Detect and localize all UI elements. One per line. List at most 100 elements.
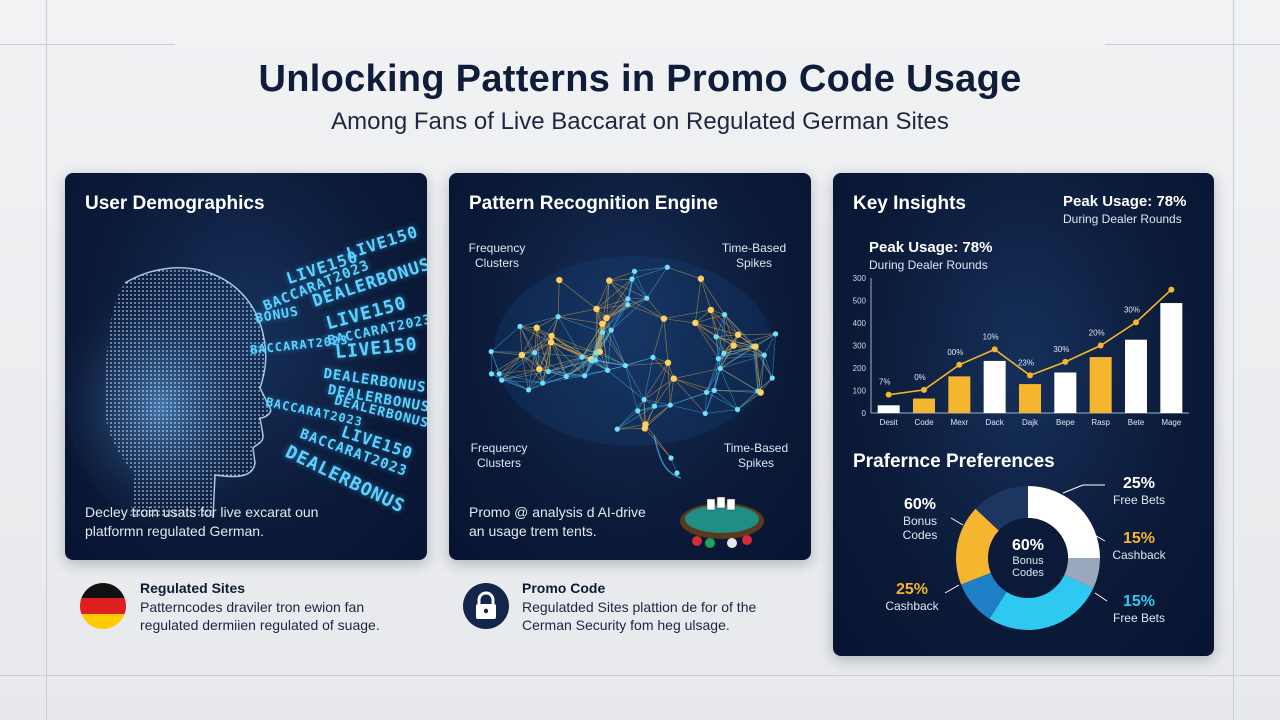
network-link: [558, 316, 603, 325]
network-link: [536, 316, 559, 329]
network-link: [596, 280, 610, 310]
x-tick-label: Mexr: [950, 418, 968, 427]
network-node: [650, 354, 656, 361]
network-link: [617, 410, 639, 430]
network-link: [542, 375, 585, 384]
demographics-title: User Demographics: [85, 193, 265, 214]
network-link: [566, 369, 608, 377]
baccarat-table-icon: [680, 496, 764, 548]
network-node: [734, 331, 742, 338]
network-link: [710, 309, 717, 337]
network-link: [720, 346, 756, 369]
promo-code-text: Regulatded Sites plattion de for of the: [522, 599, 757, 615]
network-link: [695, 309, 712, 324]
network-link: [521, 341, 552, 356]
trend-point: [885, 391, 892, 398]
network-node: [721, 311, 728, 318]
network-node: [717, 365, 723, 372]
network-link: [695, 322, 734, 346]
network-link: [491, 354, 523, 375]
bar: [1054, 372, 1077, 413]
trend-label: 7%: [879, 378, 891, 387]
bar: [948, 376, 971, 413]
network-node: [664, 264, 670, 270]
network-node: [711, 387, 717, 393]
network-node: [721, 350, 727, 356]
bar: [1125, 339, 1147, 413]
demographics-description: Decley troin usats for live excarat oun …: [85, 504, 319, 539]
network-link: [752, 346, 762, 393]
network-link: [610, 330, 626, 366]
y-tick-label: 300: [853, 342, 867, 351]
network-node: [622, 362, 629, 369]
callout-line: [1062, 484, 1105, 494]
frequency-clusters-label: Frequency Clusters: [468, 241, 526, 270]
network-link: [581, 332, 603, 358]
network-link: [599, 351, 626, 366]
network-node: [757, 389, 764, 396]
network-node: [635, 408, 641, 414]
network-node: [664, 359, 672, 366]
trend-label: 30%: [1124, 305, 1140, 314]
network-link: [673, 378, 706, 414]
callout-line: [1090, 532, 1106, 542]
trend-label: 30%: [1053, 345, 1069, 354]
network-link: [581, 357, 586, 376]
y-tick-label: 200: [853, 364, 867, 373]
lock-icon: [463, 583, 509, 629]
network-link: [609, 280, 629, 305]
network-link: [610, 297, 647, 331]
network-node: [525, 387, 532, 393]
network-link: [534, 316, 559, 353]
donut-segment: [975, 486, 1028, 531]
donut-segment: [989, 575, 1094, 630]
network-link: [646, 267, 668, 299]
network-link: [606, 278, 633, 319]
network-link: [627, 271, 635, 299]
network-link: [602, 332, 626, 366]
network-link: [695, 322, 717, 338]
network-link: [601, 323, 626, 366]
network-link: [634, 271, 648, 299]
network-link: [559, 279, 597, 310]
network-link: [720, 368, 761, 393]
network-link: [760, 355, 765, 393]
network-node: [641, 425, 648, 432]
peak-usage-callout: Peak Usage: 78% During Dealer Rounds: [869, 239, 993, 272]
network-link: [644, 428, 672, 459]
network-node: [769, 375, 775, 381]
network-link: [670, 404, 706, 414]
network-node: [532, 349, 538, 356]
network-link: [528, 371, 549, 391]
network-node: [629, 276, 635, 282]
network-link: [519, 326, 552, 343]
network-node: [606, 277, 613, 284]
callout-line: [944, 584, 960, 594]
network-link: [710, 309, 725, 354]
trend-label: 23%: [1018, 358, 1034, 367]
network-link: [607, 330, 612, 371]
donut-center-label: 60% Bonus Codes: [1011, 537, 1045, 579]
network-link: [519, 326, 523, 356]
y-tick-label: 500: [853, 297, 867, 306]
network-link: [534, 327, 538, 353]
x-tick-label: Rasp: [1091, 418, 1110, 427]
network-link: [584, 332, 603, 376]
network-link: [752, 346, 759, 392]
callout-line: [950, 517, 964, 526]
pattern-engine-title: Pattern Recognition Engine: [469, 193, 719, 214]
network-link: [715, 314, 725, 337]
y-tick-label: 400: [853, 319, 867, 328]
network-link: [542, 342, 552, 384]
network-link: [714, 390, 738, 410]
guide-line-top-right: [1105, 44, 1280, 45]
network-link: [700, 278, 712, 311]
network-link: [601, 280, 610, 324]
bar: [1019, 384, 1041, 413]
network-node: [625, 302, 631, 308]
trend-label: 0%: [914, 373, 926, 382]
network-node: [713, 334, 719, 340]
trend-point: [1097, 342, 1104, 349]
network-link: [720, 354, 765, 369]
bar: [983, 360, 1006, 413]
